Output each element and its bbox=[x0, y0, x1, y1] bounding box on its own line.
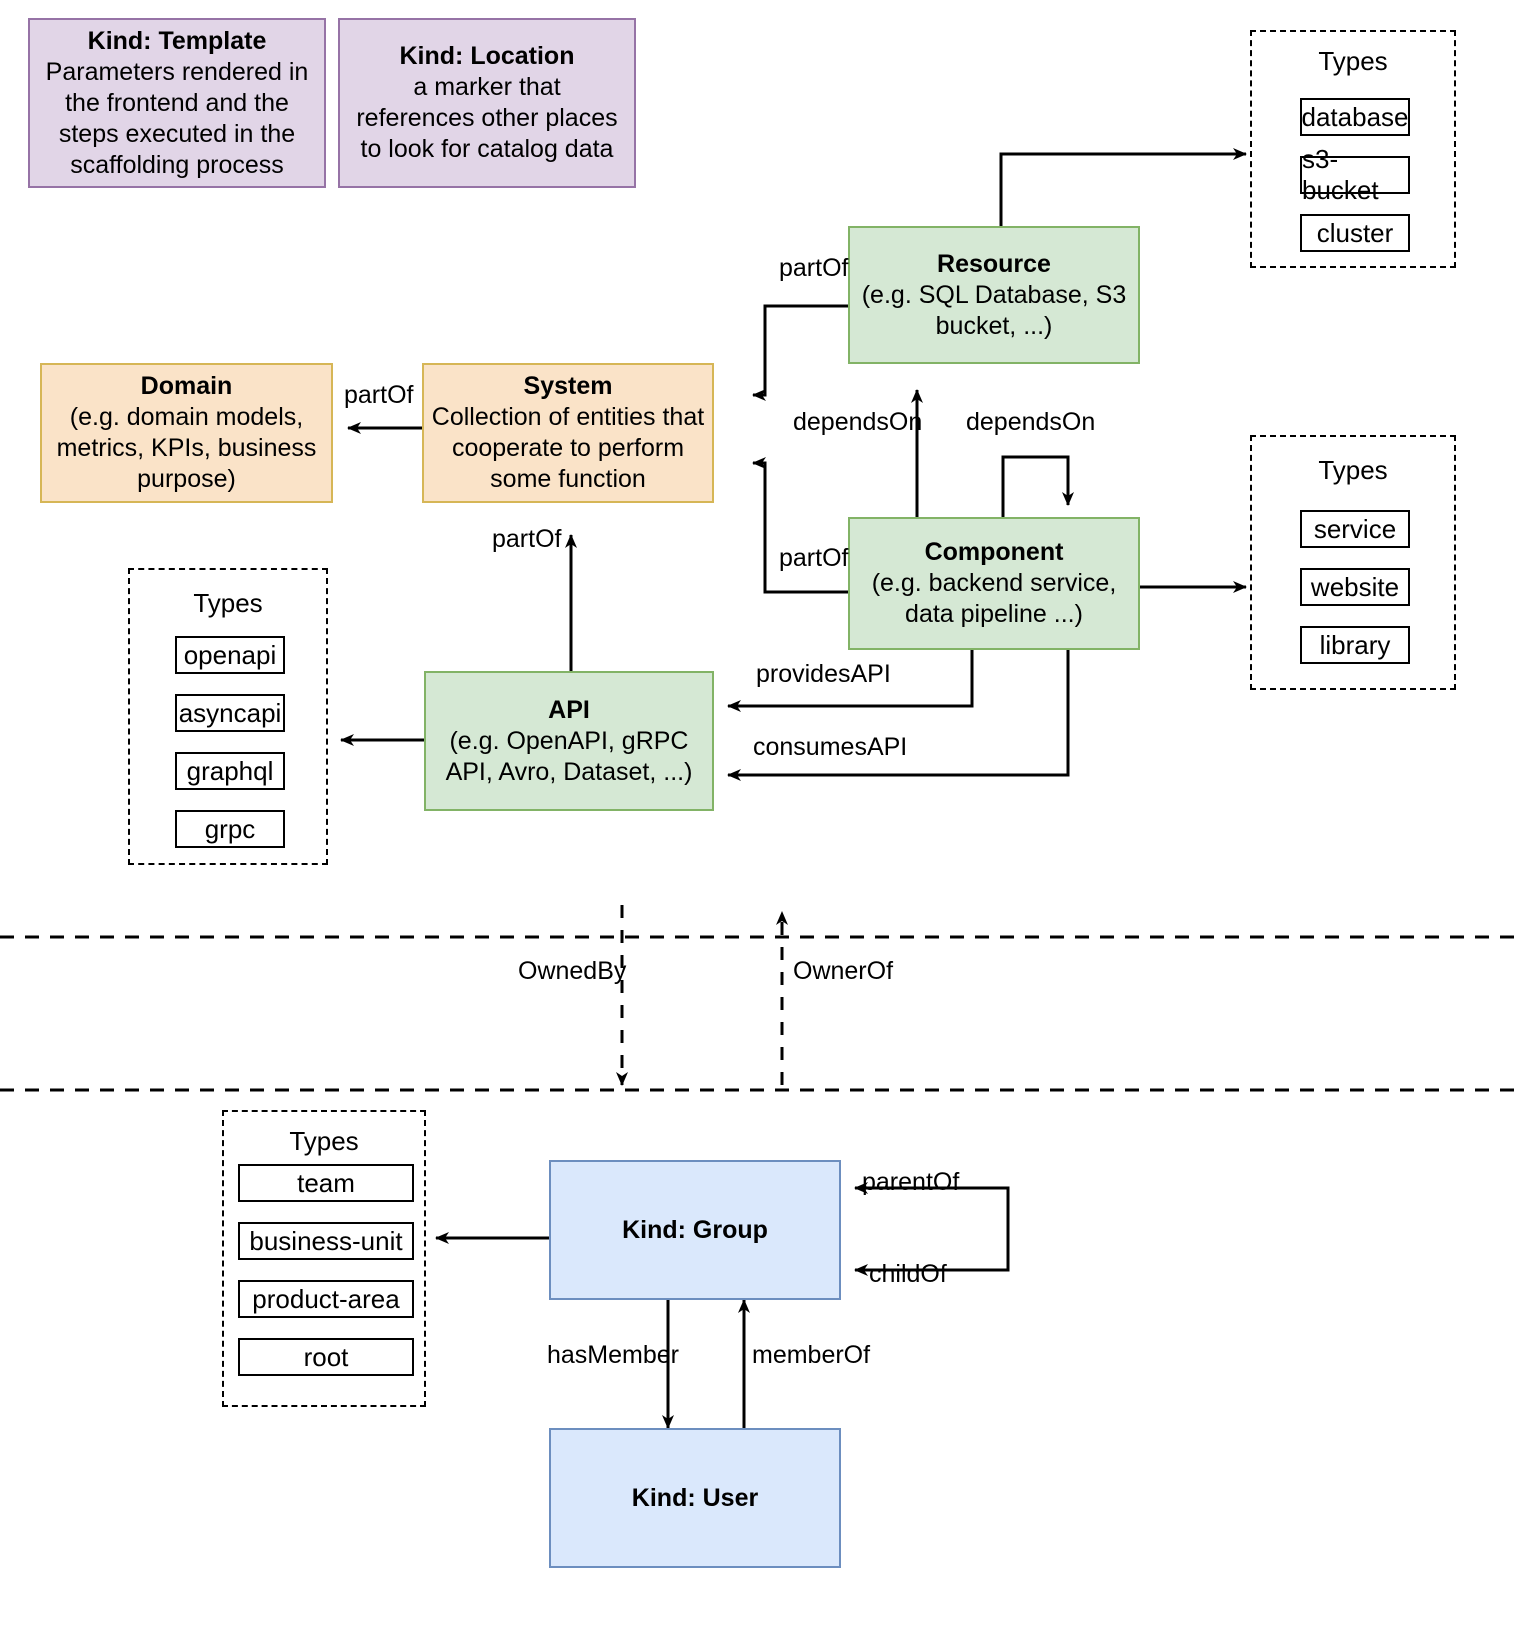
type-chip-group-3[interactable]: root bbox=[238, 1338, 414, 1376]
node-domain-title: Domain bbox=[140, 372, 233, 400]
node-resource-body: (e.g. SQL Database, S3 bucket, ...) bbox=[861, 280, 1127, 340]
node-api-body: (e.g. OpenAPI, gRPC API, Avro, Dataset, … bbox=[445, 726, 693, 786]
node-component[interactable]: Component (e.g. backend service, data pi… bbox=[848, 517, 1140, 650]
type-chip-component-0[interactable]: service bbox=[1300, 510, 1410, 548]
edge-label-group-parentof: parentOf bbox=[862, 1168, 960, 1196]
edge-group-parentof-self bbox=[854, 1182, 1010, 1270]
type-chip-group-2[interactable]: product-area bbox=[238, 1280, 414, 1318]
types-caption-resource: Types bbox=[1318, 46, 1388, 76]
node-component-title: Component bbox=[924, 538, 1064, 566]
types-caption-component: Types bbox=[1318, 455, 1388, 485]
node-template-title: Kind: Template bbox=[87, 26, 267, 55]
type-chip-api-1[interactable]: asyncapi bbox=[175, 694, 285, 732]
edge-label-component-dependson-resource: dependsOn bbox=[793, 408, 923, 436]
edge-label-component-providesapi: providesAPI bbox=[756, 660, 891, 688]
edge-label-user-memberof: memberOf bbox=[752, 1341, 871, 1369]
type-chip-group-1[interactable]: business-unit bbox=[238, 1222, 414, 1260]
node-api-title: API bbox=[548, 695, 590, 724]
type-chip-resource-2[interactable]: cluster bbox=[1300, 214, 1410, 252]
edge-label-ownedby: OwnedBy bbox=[518, 957, 627, 985]
node-resource[interactable]: Resource (e.g. SQL Database, S3 bucket, … bbox=[848, 226, 1140, 364]
node-system[interactable]: System Collection of entities that coope… bbox=[422, 363, 714, 503]
node-location-body: a marker that references other places to… bbox=[356, 73, 618, 163]
types-caption-api: Types bbox=[193, 588, 263, 618]
node-system-body: Collection of entities that cooperate to… bbox=[431, 403, 705, 493]
type-chip-resource-0[interactable]: database bbox=[1300, 98, 1410, 136]
type-chip-component-1[interactable]: website bbox=[1300, 568, 1410, 606]
node-domain-body: (e.g. domain models, metrics, KPIs, busi… bbox=[56, 403, 317, 493]
node-domain[interactable]: Domain (e.g. domain models, metrics, KPI… bbox=[40, 363, 333, 503]
type-chip-api-3[interactable]: grpc bbox=[175, 810, 285, 848]
types-caption-group: Types bbox=[289, 1126, 359, 1156]
edge-label-group-hasmember: hasMember bbox=[547, 1341, 679, 1369]
node-location-title: Kind: Location bbox=[399, 42, 575, 70]
edge-label-resource-partof-system: partOf bbox=[779, 254, 849, 282]
edge-label-group-childof: childOf bbox=[869, 1260, 947, 1288]
type-chip-component-2[interactable]: library bbox=[1300, 626, 1410, 664]
types-group-api: Types openapi asyncapi graphql grpc bbox=[128, 568, 328, 865]
node-user-title: Kind: User bbox=[631, 1483, 759, 1512]
node-group[interactable]: Kind: Group bbox=[549, 1160, 841, 1300]
node-component-body: (e.g. backend service, data pipeline ...… bbox=[871, 569, 1117, 628]
node-resource-title: Resource bbox=[937, 249, 1051, 278]
type-chip-resource-1[interactable]: s3-bucket bbox=[1300, 144, 1410, 205]
types-group-group: Types team business-unit product-area ro… bbox=[222, 1110, 426, 1407]
type-chip-api-0[interactable]: openapi bbox=[175, 636, 285, 674]
edge-label-ownerof: OwnerOf bbox=[793, 957, 894, 985]
types-group-component: Types service website library bbox=[1250, 435, 1456, 690]
edge-label-system-partof-domain: partOf bbox=[344, 381, 414, 409]
node-user[interactable]: Kind: User bbox=[549, 1428, 841, 1568]
type-chip-group-0[interactable]: team bbox=[238, 1164, 414, 1202]
edge-label-api-partof-system: partOf bbox=[492, 525, 562, 553]
node-template[interactable]: Kind: Template Parameters rendered in th… bbox=[28, 18, 326, 188]
edge-group-childof-self bbox=[854, 1188, 1010, 1276]
types-group-resource: Types database s3-bucket cluster bbox=[1250, 30, 1456, 268]
node-system-title: System bbox=[523, 372, 613, 400]
node-api[interactable]: API (e.g. OpenAPI, gRPC API, Avro, Datas… bbox=[424, 671, 714, 811]
edge-label-component-partof-system: partOf bbox=[779, 544, 849, 572]
edge-component-dependson-self bbox=[1001, 455, 1074, 519]
edge-label-component-consumesapi: consumesAPI bbox=[753, 733, 908, 761]
node-group-title: Kind: Group bbox=[622, 1215, 768, 1244]
type-chip-api-2[interactable]: graphql bbox=[175, 752, 285, 790]
node-template-body: Parameters rendered in the frontend and … bbox=[45, 57, 309, 179]
edge-label-component-dependson-self: dependsOn bbox=[966, 408, 1096, 436]
node-location[interactable]: Kind: Location a marker that references … bbox=[338, 18, 636, 188]
